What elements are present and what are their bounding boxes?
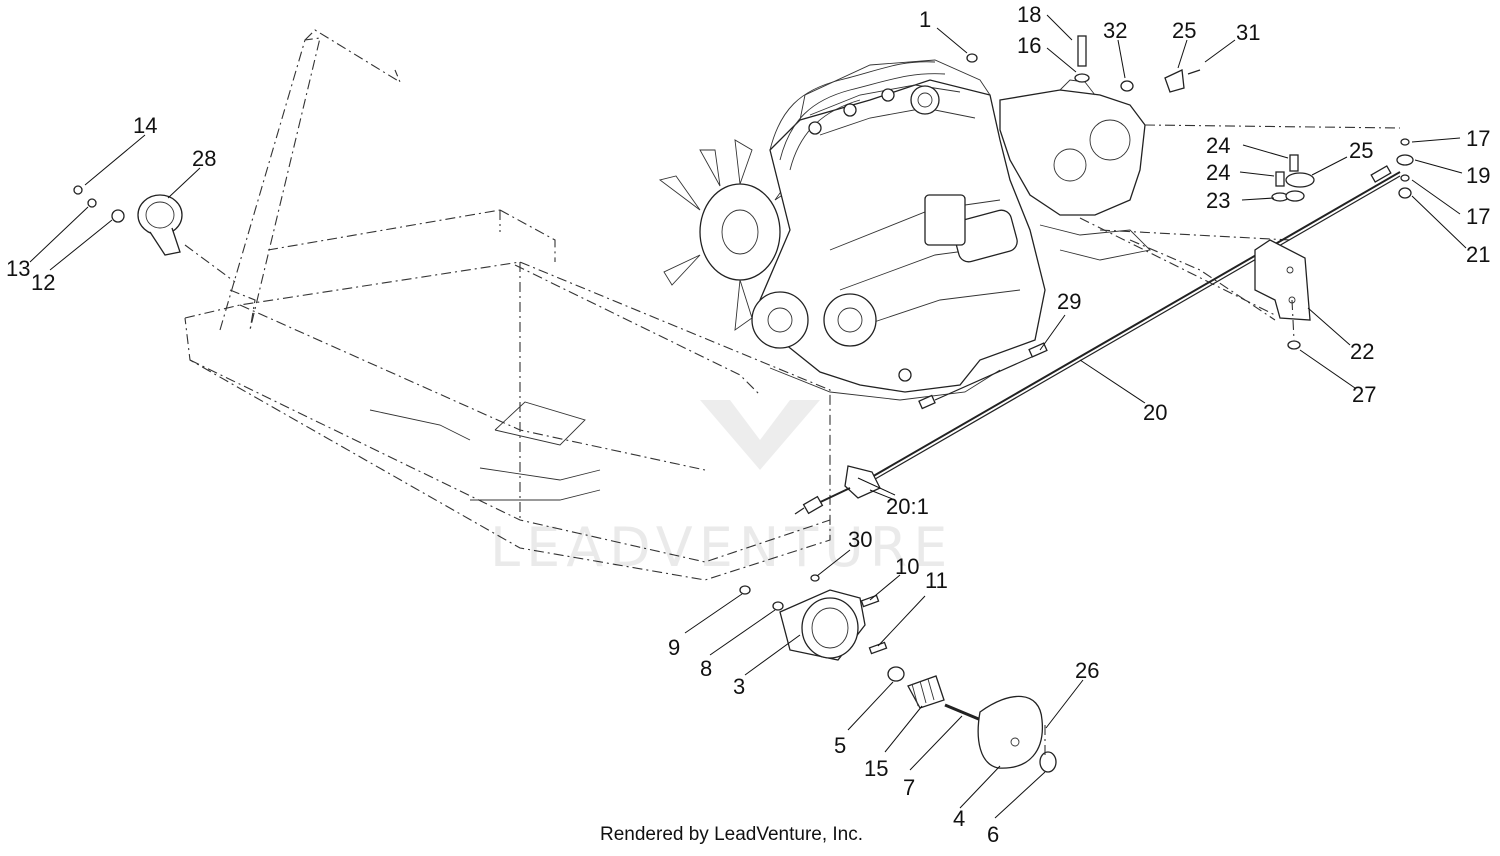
callout-22: 22 [1350, 339, 1374, 364]
callout-29: 29 [1057, 289, 1081, 314]
callout-32: 32 [1103, 18, 1127, 43]
watermark: LEADVENTURE [490, 400, 953, 579]
cooling-fan [658, 139, 811, 331]
frame-phantom [184, 29, 831, 581]
leader-lines [29, 14, 1467, 819]
callout-26: 26 [1075, 658, 1099, 683]
callout-13: 13 [6, 256, 30, 281]
callout-6: 6 [987, 822, 999, 847]
callout-11: 11 [925, 568, 948, 593]
pump-hardware [966, 35, 1414, 350]
watermark-text: LEADVENTURE [490, 516, 953, 579]
callout-21: 21 [1466, 242, 1490, 267]
callout-12: 12 [31, 270, 55, 295]
callout-5: 5 [834, 733, 846, 758]
callout-14: 14 [133, 113, 157, 138]
callout-23: 23 [1206, 188, 1230, 213]
callout-17-lower: 17 [1466, 204, 1490, 229]
callout-18: 18 [1017, 2, 1041, 27]
callout-16: 16 [1017, 33, 1041, 58]
callout-4: 4 [953, 806, 965, 831]
callout-30: 30 [848, 527, 872, 552]
callout-24-lower: 24 [1206, 160, 1230, 185]
callout-28: 28 [192, 146, 216, 171]
callout-25-cable: 25 [1349, 138, 1373, 163]
callout-27: 27 [1352, 382, 1376, 407]
clamp-assembly [73, 185, 183, 256]
callout-labels: 1 18 16 32 25 31 14 28 13 12 24 24 25 23… [6, 2, 1490, 847]
callout-24-upper: 24 [1206, 133, 1230, 158]
clutch-assembly [739, 574, 1057, 773]
footer-credit: Rendered by LeadVenture, Inc. [600, 824, 863, 845]
callout-9: 9 [668, 635, 680, 660]
callout-25: 25 [1172, 18, 1196, 43]
callout-20-1: 20:1 [886, 494, 929, 519]
callout-19: 19 [1466, 163, 1490, 188]
engine-assembly [658, 59, 1401, 401]
callout-15: 15 [864, 756, 888, 781]
callout-20: 20 [1143, 400, 1167, 425]
callout-7: 7 [903, 775, 915, 800]
bracket [1254, 239, 1311, 341]
callout-8: 8 [700, 656, 712, 681]
callout-10: 10 [895, 554, 919, 579]
callout-17-upper: 17 [1466, 126, 1490, 151]
callout-31: 31 [1236, 20, 1260, 45]
callout-1: 1 [919, 7, 931, 32]
callout-3: 3 [733, 674, 745, 699]
